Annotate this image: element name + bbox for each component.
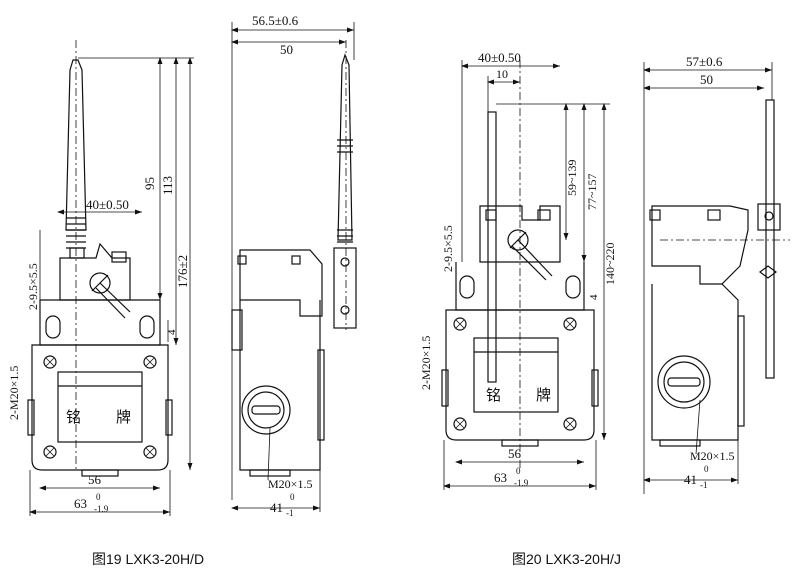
dim2-41: 41 [684,472,697,487]
label2-slots: 2-9.5×5.5 [441,225,455,272]
dim-63-lower-tol: -1.9 [94,504,109,514]
fig20-side-view: 57±0.6 50 M20×1.5 41 -1 0 [643,54,790,494]
dim2-140-220: 140~220 [603,243,617,286]
dim2-59-139: 59~139 [565,160,579,197]
dim2-63-lower-tol: -1.9 [514,478,529,488]
dim-56-5: 56.5±0.6 [252,13,299,28]
dim-176: 176±2 [175,255,190,288]
dim2-10: 10 [496,67,508,81]
nameplate-char-2: 牌 [116,409,131,426]
caption-fig20: 图20 LXK3-20H/J [512,551,621,567]
dim-63: 63 [74,496,87,511]
caption-fig19: 图19 LXK3-20H/D [92,551,204,567]
dim-41-lower-tol: -1 [286,508,294,518]
label2-side-thread: M20×1.5 [690,449,734,463]
dim-63-upper-tol: 0 [96,492,101,502]
nameplate2-char-2: 牌 [536,387,551,404]
dim2-56: 56 [508,446,522,461]
dim-4: 4 [166,329,178,335]
dim-40: 40±0.50 [86,197,129,212]
dim2-4: 4 [588,294,600,300]
dim2-77-157: 77~157 [585,174,599,211]
dim2-side-50: 50 [700,72,713,87]
label-thread: 2-M20×1.5 [7,366,21,420]
dim2-41-upper-tol: 0 [704,464,709,474]
dim2-40: 40±0.50 [478,50,521,65]
fig19-side-view: 56.5±0.6 50 M20×1.5 41 -1 0 [231,13,357,518]
dim2-63: 63 [494,470,507,485]
dim2-63-upper-tol: 0 [516,466,521,476]
dim-41: 41 [270,500,283,515]
fig20-front-view: 铭 牌 40±0.50 10 59~139 77~157 140~220 4 5… [419,50,617,490]
label-slots: 2-9.5×5.5 [26,263,40,310]
dim-41-upper-tol: 0 [290,492,295,502]
spring-coils [66,217,86,249]
dim2-57: 57±0.6 [686,54,723,69]
label2-thread: 2-M20×1.5 [419,336,433,390]
screw-holes [43,355,157,459]
dim-113: 113 [160,176,175,195]
dim2-41-lower-tol: -1 [700,480,708,490]
nameplate-char-1: 铭 [66,409,81,426]
dim-50: 50 [280,42,293,57]
nameplate2-char-1: 铭 [486,387,501,404]
screw-holes-2 [453,317,577,431]
dim-95: 95 [142,177,157,190]
dim-56: 56 [88,472,102,487]
label-side-thread: M20×1.5 [268,477,312,491]
fig19-front-view: 铭 牌 40±0.50 95 113 176±2 4 56 63 -1.9 0 … [7,40,194,516]
